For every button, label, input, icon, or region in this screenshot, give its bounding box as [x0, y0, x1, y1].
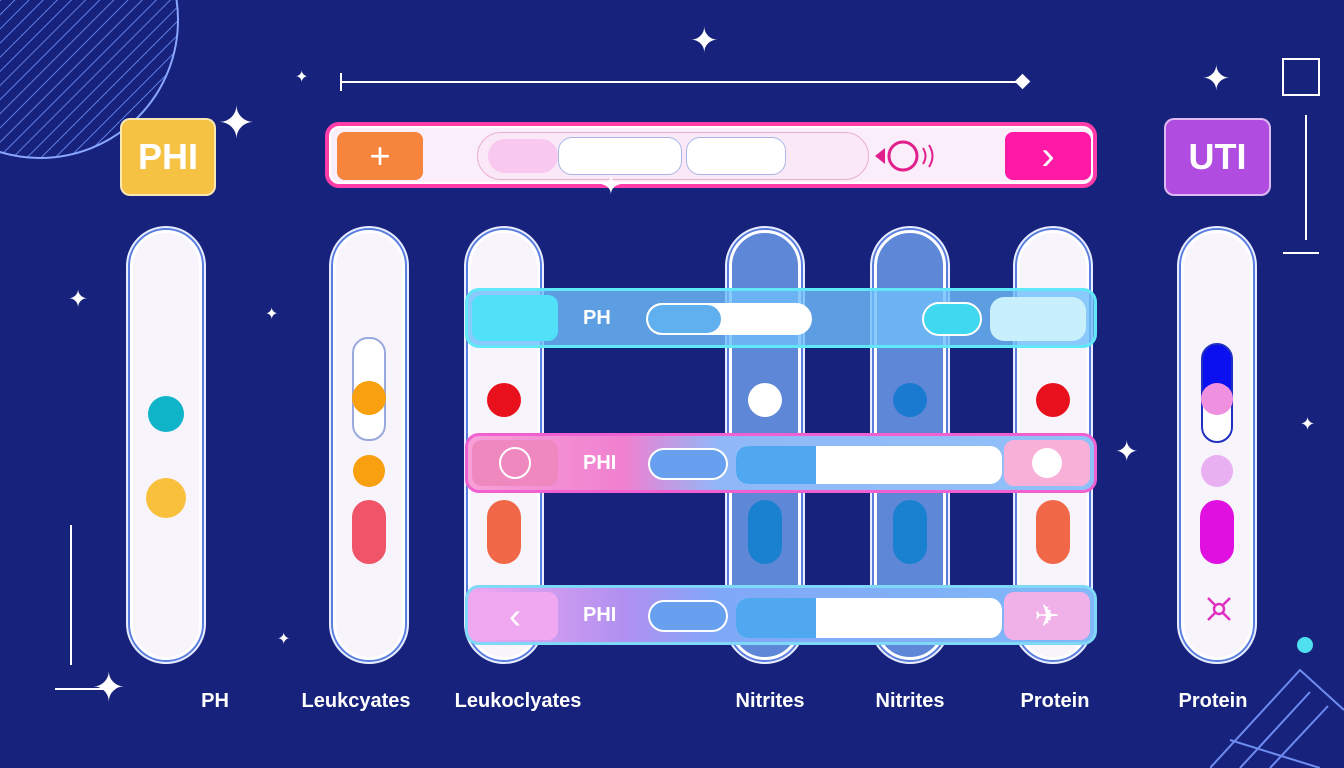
toggle-switch[interactable]	[922, 302, 982, 336]
test-strip-protein-2[interactable]	[1181, 230, 1253, 660]
bar-label: PHI	[583, 451, 617, 474]
indicator-dot	[148, 396, 184, 432]
indicator-dot	[1201, 455, 1233, 487]
left-axis-line	[70, 525, 72, 665]
sparkle-icon: ✦	[277, 631, 291, 648]
indicator-pill	[1200, 500, 1234, 564]
add-button[interactable]: +	[337, 132, 423, 180]
indicator-dot	[352, 381, 386, 415]
phi-slider-large[interactable]	[736, 446, 1002, 484]
forward-button[interactable]: ✈	[1004, 592, 1090, 640]
bar-label: PHI	[583, 603, 617, 626]
medical-cross-icon	[1032, 448, 1062, 478]
indicator-dot	[487, 383, 521, 417]
indicator-dot	[893, 383, 927, 417]
chevron-right-icon: ›	[1041, 133, 1055, 178]
phi-slider-small[interactable]	[648, 600, 728, 632]
arrow-left-circle-icon	[499, 447, 531, 479]
molecule-icon	[1207, 597, 1231, 621]
indicator-dot	[353, 455, 385, 487]
strip-label: Protein	[1020, 690, 1090, 712]
strip-label: Nitrites	[875, 690, 945, 712]
left-panel-button[interactable]	[472, 295, 558, 341]
test-strip-leukocytes-1[interactable]	[333, 230, 405, 660]
strip-label: Nitrites	[735, 690, 805, 712]
indicator-dot	[748, 383, 782, 417]
strip-label: Leukoclyates	[454, 690, 582, 712]
sparkle-icon: ✦	[600, 170, 622, 200]
indicator-pill	[893, 500, 927, 564]
phi-slider-large[interactable]	[736, 598, 1002, 638]
slider-fill	[488, 139, 558, 173]
strip-label: Protein	[1178, 690, 1248, 712]
ph-slider[interactable]	[646, 303, 812, 335]
sparkle-icon: ✦	[1202, 60, 1231, 98]
add-record-button[interactable]	[1004, 440, 1090, 486]
sparkle-icon: ✦	[295, 69, 309, 86]
slider-handle-end[interactable]	[686, 137, 786, 175]
sparkle-icon: ✦	[1300, 414, 1316, 434]
previous-button[interactable]: ‹	[472, 592, 558, 640]
indicator-pill	[1036, 500, 1070, 564]
indicator-dot	[1036, 383, 1070, 417]
sparkle-icon: ✦	[690, 22, 719, 60]
timeline-handle[interactable]	[1014, 73, 1031, 90]
bracket-line	[1283, 252, 1319, 254]
strip-label: Leukcyates	[301, 690, 411, 712]
airplane-icon: ✈	[1034, 599, 1060, 633]
left-axis-base	[55, 688, 115, 690]
timeline-line	[340, 81, 1025, 83]
test-strip-ph[interactable]	[130, 230, 202, 660]
bar-label: PH	[583, 306, 611, 329]
slider-handle-start[interactable]	[558, 137, 682, 175]
phi-control-bar-1: PHI	[465, 433, 1097, 493]
sparkle-icon: ✦	[265, 306, 279, 323]
next-button[interactable]: ›	[1005, 132, 1091, 180]
indicator-dot	[1201, 383, 1233, 415]
range-slider[interactable]	[477, 132, 869, 180]
sparkle-icon: ✦	[218, 99, 255, 148]
indicator-pill	[487, 500, 521, 564]
timeline-start-tick	[340, 73, 342, 91]
indicator-dot	[146, 478, 186, 518]
corner-grid-decoration	[1210, 668, 1344, 768]
top-toolbar: + ›	[325, 122, 1097, 188]
uti-badge[interactable]: UTI	[1164, 118, 1271, 196]
chevron-left-icon: ‹	[509, 595, 521, 636]
volume-icon[interactable]	[873, 134, 943, 178]
sparkle-icon: ✦	[68, 286, 89, 313]
arrow-line	[1305, 115, 1307, 240]
back-button[interactable]	[472, 440, 558, 486]
plus-icon: +	[369, 135, 391, 176]
ph-control-bar: PH	[465, 288, 1097, 348]
sparkle-icon: ✦	[92, 666, 126, 710]
phi-slider-small[interactable]	[648, 448, 728, 480]
status-dot	[1297, 637, 1313, 653]
strip-label: PH	[201, 690, 229, 712]
right-panel-button[interactable]	[990, 297, 1086, 341]
sparkle-icon: ✦	[1115, 436, 1139, 467]
phi-badge[interactable]: PHI	[120, 118, 216, 196]
indicator-pill	[748, 500, 782, 564]
bracket-decoration	[1282, 58, 1320, 96]
phi-control-bar-2: ‹ PHI ✈	[465, 585, 1097, 645]
indicator-pill	[352, 500, 386, 564]
